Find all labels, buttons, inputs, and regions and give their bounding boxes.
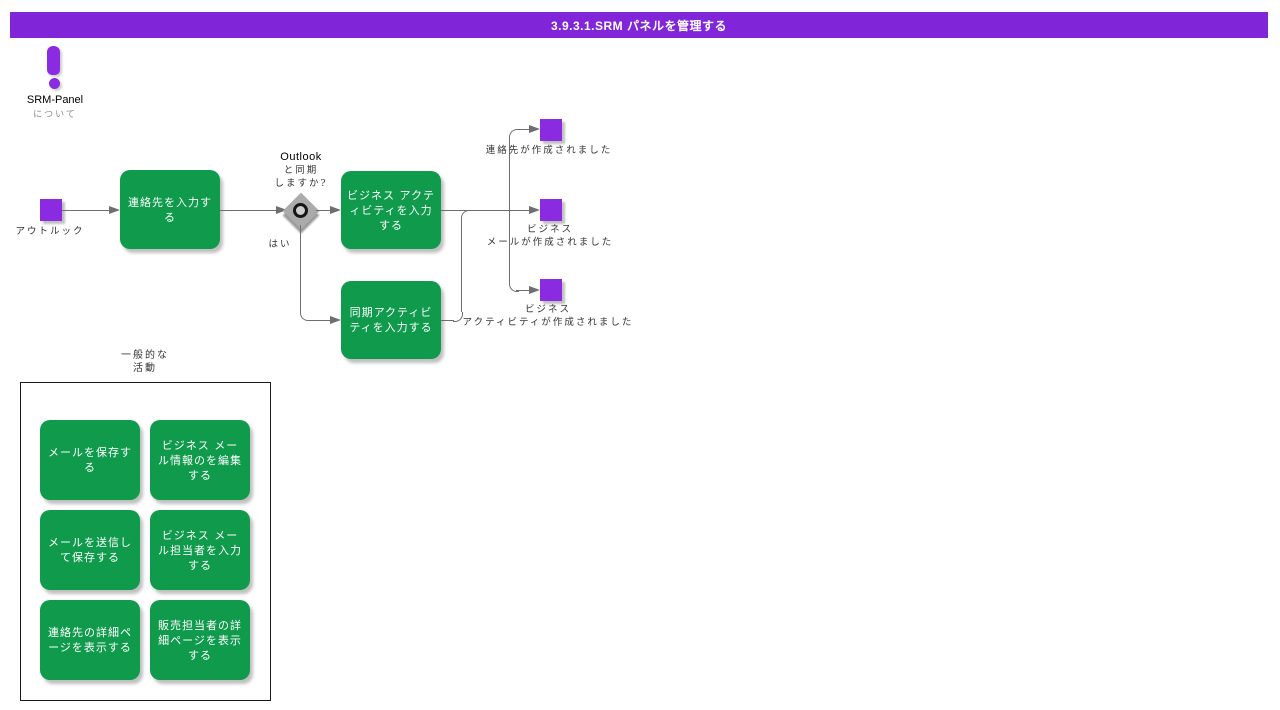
task-show-sales-rep-detail-page[interactable]: 販売担当者の詳細ページを表示する (150, 600, 250, 680)
flow-line (516, 128, 532, 130)
flow-line (508, 210, 510, 283)
gateway-circle-icon (293, 203, 308, 218)
general-activities-title: 一般的な 活動 (121, 350, 169, 374)
end-event-business-activity-created[interactable] (540, 279, 562, 301)
task-enter-business-activity-label: ビジネス アクティビティを入力する (347, 188, 435, 232)
end-event-contact-created-label: 連絡先が作成されました (485, 145, 613, 156)
task-enter-sync-activity-label: 同期アクティビティを入力する (349, 306, 433, 334)
task-show-contact-detail-page-label: 連絡先の詳細ページを表示する (48, 626, 132, 654)
end-event-contact-created[interactable] (540, 119, 562, 141)
task-edit-business-mail-info[interactable]: ビジネス メール情報のを編集する (150, 420, 250, 500)
arrow-head (529, 206, 540, 214)
task-edit-business-mail-info-label: ビジネス メール情報のを編集する (158, 438, 242, 482)
arrow-head (330, 206, 341, 214)
flow-line (508, 136, 510, 210)
flow-line (508, 282, 519, 292)
end-event-business-activity-created-label: ビジネス アクティビティが作成されました (462, 304, 634, 328)
arrow-head (529, 125, 540, 133)
task-send-and-save-mail-label: メールを送信して保存する (48, 536, 132, 564)
decision-question: Outlook と同期 しますか? (274, 151, 328, 189)
flow-line (441, 319, 454, 321)
flow-line (460, 209, 471, 220)
flow-line (220, 209, 277, 211)
arrow-head (276, 206, 287, 214)
yes-label: はい (268, 239, 292, 250)
arrow-head (109, 206, 120, 214)
flow-line (460, 217, 462, 312)
task-enter-contact[interactable]: 連絡先を入力する (120, 170, 220, 249)
task-save-mail-label: メールを保存する (48, 446, 132, 474)
task-enter-business-activity[interactable]: ビジネス アクティビティを入力する (341, 171, 441, 249)
task-send-and-save-mail[interactable]: メールを送信して保存する (40, 510, 140, 590)
start-event-label: アウトルック (15, 226, 85, 237)
flow-line (508, 128, 519, 139)
exclamation-icon-dot (49, 78, 60, 89)
arrow-head (330, 315, 341, 324)
end-event-business-mail-created[interactable] (540, 199, 562, 221)
task-enter-business-mail-contact-label: ビジネス メール担当者を入力する (158, 528, 242, 572)
process-title: 3.9.3.1.SRM パネルを管理する (550, 18, 728, 33)
flow-line (316, 209, 331, 211)
note-title: SRM-Panel (26, 94, 84, 106)
end-event-business-mail-created-label: ビジネス メールが作成されました (486, 224, 614, 248)
arrow-head (529, 286, 540, 294)
note-subtitle: について (33, 110, 77, 120)
task-enter-sync-activity[interactable]: 同期アクティビティを入力する (341, 281, 441, 359)
flow-line (300, 225, 333, 321)
start-event-square[interactable] (40, 199, 62, 221)
flow-line (441, 209, 532, 211)
task-save-mail[interactable]: メールを保存する (40, 420, 140, 500)
header-bar: 3.9.3.1.SRM パネルを管理する (10, 12, 1268, 38)
exclamation-icon[interactable] (47, 46, 60, 75)
task-enter-contact-label: 連絡先を入力する (128, 195, 212, 224)
decision-gateway[interactable] (282, 192, 320, 230)
task-enter-business-mail-contact[interactable]: ビジネス メール担当者を入力する (150, 510, 250, 590)
task-show-contact-detail-page[interactable]: 連絡先の詳細ページを表示する (40, 600, 140, 680)
task-show-sales-rep-detail-page-label: 販売担当者の詳細ページを表示する (158, 618, 242, 662)
flow-line (516, 289, 532, 291)
flow-line (62, 209, 110, 211)
